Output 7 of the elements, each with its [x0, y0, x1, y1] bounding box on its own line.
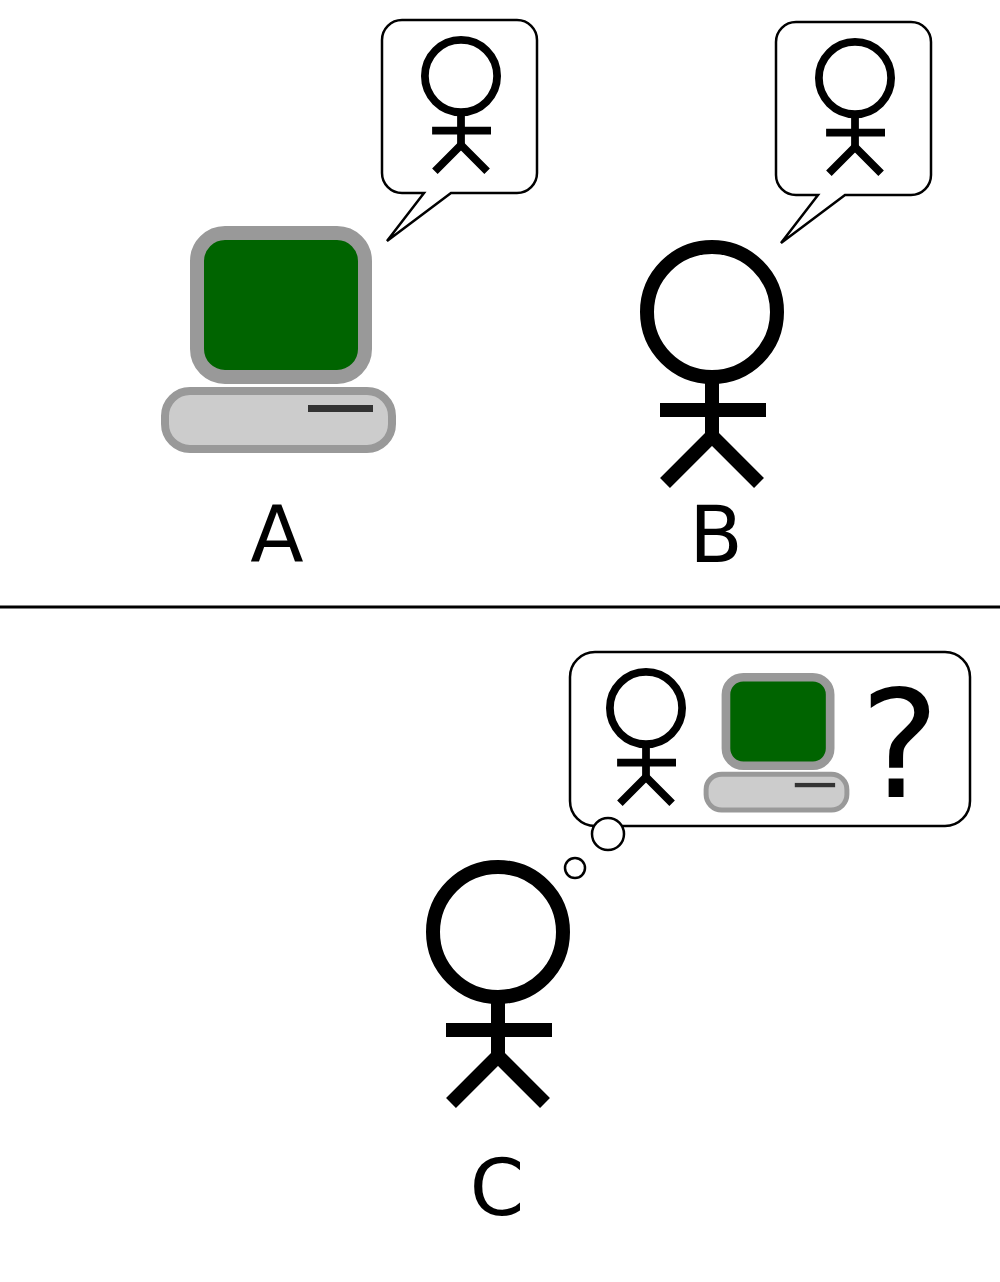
- thought-bubble: [563, 650, 973, 881]
- speech-bubble: [379, 17, 541, 245]
- speech-bubble: [773, 19, 935, 247]
- question-mark: ?: [860, 670, 940, 820]
- role-label: B: [689, 496, 743, 574]
- role-label: C: [469, 1149, 525, 1227]
- role-label: A: [250, 496, 304, 574]
